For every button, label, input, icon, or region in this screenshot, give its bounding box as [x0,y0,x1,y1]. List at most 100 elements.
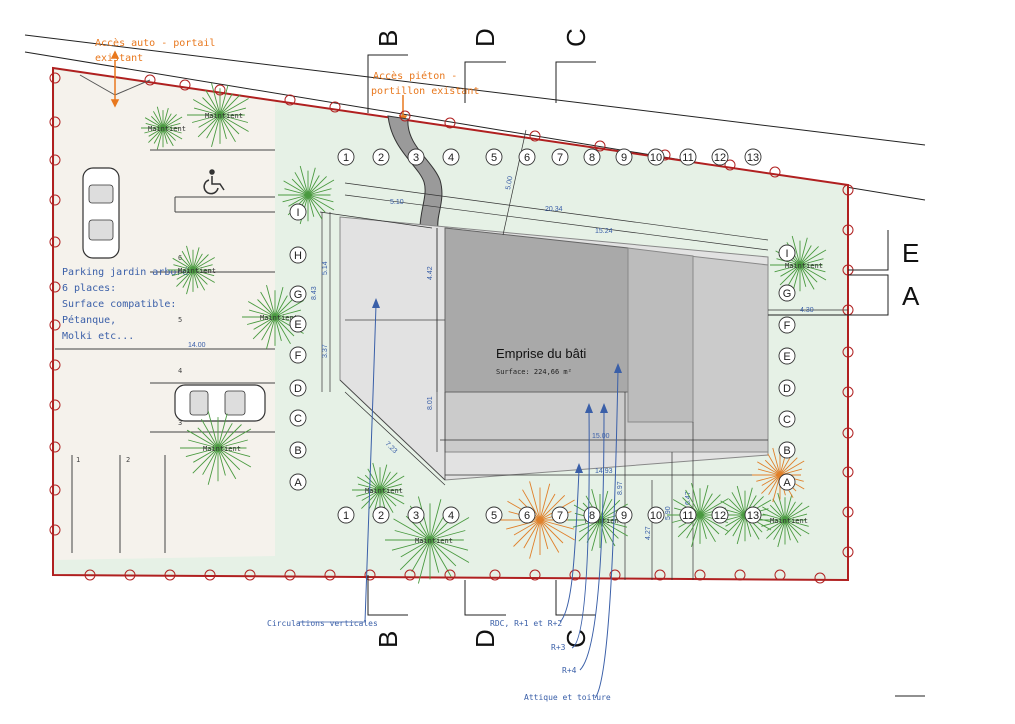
legend-attique: Attique et toiture [524,693,611,702]
boundary-marker [842,466,854,478]
boundary-marker [164,569,176,581]
svg-text:1: 1 [343,510,349,522]
svg-text:12: 12 [714,152,726,164]
grid-bubble: 1 [337,506,355,524]
grid-bubble: 11 [679,148,697,166]
svg-text:E: E [294,319,301,331]
grid-bubble: A [778,473,796,491]
svg-text:9: 9 [621,510,627,522]
pedestrian-access-label-2: portillon existant [371,86,479,97]
grid-bubble: 1 [337,148,355,166]
svg-text:1: 1 [343,152,349,164]
svg-text:7: 7 [557,152,563,164]
svg-text:10: 10 [650,152,662,164]
boundary-marker [444,569,456,581]
boundary-marker [49,319,61,331]
svg-text:D: D [294,383,302,395]
grid-bubble: B [778,441,796,459]
svg-text:8: 8 [589,152,595,164]
svg-text:9: 9 [621,152,627,164]
grid-bubble: 7 [551,506,569,524]
grid-bubble: F [778,316,796,334]
grid-bubble: 3 [407,506,425,524]
parking-space-4: 4 [178,367,182,375]
dim-843: 8.43 [311,286,318,300]
boundary-marker [814,572,826,584]
tree-icon: Maintient [757,492,810,548]
svg-text:11: 11 [682,152,693,164]
boundary-marker [769,166,781,178]
svg-text:5: 5 [491,152,497,164]
boundary-marker [842,386,854,398]
grid-bubble: 9 [615,148,633,166]
dim-647: 6.47 [685,491,692,505]
svg-text:10: 10 [650,510,662,522]
grid-bubble: F [289,346,307,364]
grid-bubble: 9 [615,506,633,524]
parking-width-dim: 14.00 [188,342,206,349]
svg-text:H: H [294,250,302,262]
boundary-marker [569,569,581,581]
tree-label: Maintient [148,125,186,133]
section-a: A [902,281,920,311]
boundary-marker [329,101,341,113]
dim-510: 5.10 [390,199,404,206]
svg-text:6: 6 [524,152,530,164]
dim-442: 4.42 [427,266,434,280]
pedestrian-access-label-1: Accès piéton - [373,70,457,82]
boundary-marker [284,94,296,106]
parking-space-5: 5 [178,316,182,324]
boundary-marker [842,506,854,518]
grid-bubble: 6 [518,506,536,524]
tree-label: Maintient [178,267,216,275]
legend-circulations: Circulations verticales [267,619,378,628]
svg-text:B: B [294,445,301,457]
section-b-top: B [373,30,403,47]
car-vertical-icon [82,167,120,259]
tree-icon: Maintient [141,106,186,150]
boundary-marker [654,569,666,581]
tree-label: Maintient [203,445,241,453]
parking-space-3: 3 [178,419,182,427]
boundary-markers [49,72,854,584]
grid-bubble: 12 [711,506,729,524]
tree-icon: Maintient [168,245,216,295]
section-c-top: C [561,28,591,47]
dim-590: 5.90 [665,506,672,520]
boundary-marker [694,569,706,581]
boundary-marker [734,569,746,581]
grid-bubble: 11 [679,506,697,524]
grid-bubble: B [289,441,307,459]
dim-801: 8.01 [427,396,434,410]
grid-bubble: 4 [442,506,460,524]
svg-text:F: F [784,320,791,332]
boundary-marker [49,72,61,84]
grid-bubble: 8 [583,506,601,524]
grid-bubble: E [289,315,307,333]
dim-1500: 15.00 [592,433,610,440]
svg-text:I: I [785,248,788,260]
svg-text:7: 7 [557,510,563,522]
boundary-marker [49,236,61,248]
boundary-marker [49,359,61,371]
boundary-marker [84,569,96,581]
boundary-marker [609,569,621,581]
section-c-bottom: C [561,629,591,648]
section-b-bottom: B [373,631,403,648]
parking-stalls [55,149,275,553]
tree-label: Maintient [415,537,453,545]
grid-bubble: 4 [442,148,460,166]
parking-text-3: Surface compatible: [62,299,176,310]
legend-arrows [364,304,619,699]
svg-text:13: 13 [747,510,759,522]
grid-bubble: G [778,284,796,302]
grid-bubble: 2 [372,148,390,166]
tree-label: Maintient [205,112,243,120]
svg-text:13: 13 [747,152,759,164]
grid-bubble: I [778,244,796,262]
svg-text:8: 8 [589,510,595,522]
boundary-marker [842,224,854,236]
boundary-marker [529,130,541,142]
boundary-marker [724,159,736,171]
